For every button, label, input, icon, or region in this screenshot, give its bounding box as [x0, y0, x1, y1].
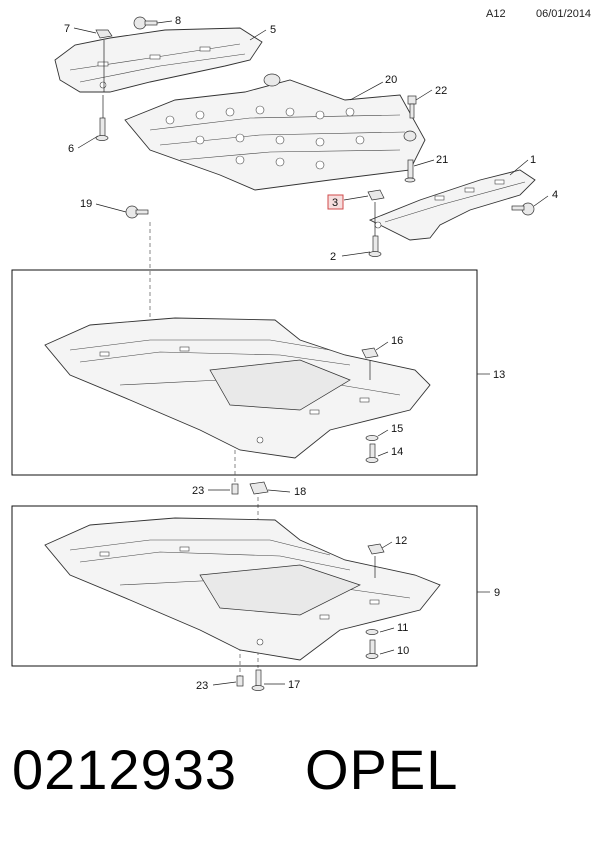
callout-5: 5 — [270, 24, 276, 36]
part-21-bolt — [404, 159, 416, 183]
callout-7: 7 — [64, 23, 70, 35]
callout-3: 3 — [332, 197, 338, 209]
highlight-box — [327, 194, 344, 210]
callout-13: 13 — [493, 369, 505, 381]
callout-1: 1 — [530, 154, 536, 166]
part-8-bolt — [133, 16, 158, 30]
callout-11: 11 — [397, 622, 408, 634]
brand-name: OPEL — [305, 738, 459, 801]
callout-19: 19 — [80, 198, 92, 210]
callout-16: 16 — [391, 335, 403, 347]
part-9-undertray-assembly — [44, 517, 441, 661]
assembly-13-frame — [11, 269, 478, 476]
callout-12: 12 — [395, 535, 407, 547]
callout-14: 14 — [391, 446, 403, 458]
part-23-bolt-lower — [236, 675, 244, 687]
part-18-nut — [249, 481, 269, 495]
callout-6: 6 — [68, 143, 74, 155]
callout-4: 4 — [552, 189, 558, 201]
part-12-nut — [367, 543, 385, 555]
callout-20: 20 — [385, 74, 397, 86]
part-23-bolt-upper — [231, 483, 239, 495]
part-3-nut — [367, 189, 385, 201]
callout-8: 8 — [175, 15, 181, 27]
part-13-undertray-assembly — [44, 317, 431, 459]
callout-15: 15 — [391, 423, 403, 435]
callout-2: 2 — [330, 251, 336, 263]
part-7-clip — [95, 29, 113, 39]
diagram-code: A12 — [486, 8, 506, 20]
part-17-bolt — [251, 669, 265, 691]
part-19-clip — [125, 205, 149, 219]
assembly-9-frame — [11, 505, 478, 667]
part-5-shield — [54, 27, 263, 93]
part-1-shield — [368, 169, 536, 241]
callout-10: 10 — [397, 645, 409, 657]
part-2-bolt — [368, 235, 382, 257]
callout-18: 18 — [294, 486, 306, 498]
callout-23-upper: 23 — [192, 485, 204, 497]
part-15-washer — [365, 435, 379, 441]
part-20-undertray — [124, 73, 426, 191]
part-number: 0212933 — [12, 738, 238, 801]
part-14-bolt — [365, 443, 379, 463]
callout-21: 21 — [436, 154, 448, 166]
callout-9: 9 — [494, 587, 500, 599]
callout-17: 17 — [288, 679, 300, 691]
part-6-bolt — [95, 117, 109, 141]
part-4-bolt — [511, 202, 535, 216]
diagram-date: 06/01/2014 — [536, 8, 592, 20]
part-10-bolt — [365, 639, 379, 659]
callout-23-lower: 23 — [196, 680, 208, 692]
part-16-nut — [361, 347, 379, 359]
callout-22: 22 — [435, 85, 447, 97]
part-11-washer — [365, 629, 379, 635]
